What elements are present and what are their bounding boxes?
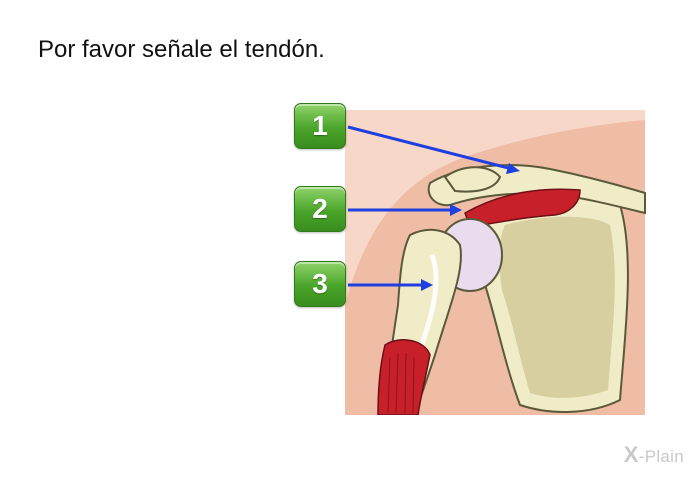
pointer-arrow-3 <box>348 279 433 291</box>
pointer-arrow-2 <box>348 204 462 216</box>
logo-mark: X <box>623 442 639 467</box>
scapula-shadow <box>499 216 615 398</box>
shoulder-anatomy-illustration <box>345 110 646 415</box>
logo-text: -Plain <box>638 447 684 466</box>
supraspinatus-muscle <box>464 188 581 228</box>
answer-button-2[interactable]: 2 <box>294 186 346 232</box>
answer-button-1-label: 1 <box>312 110 328 141</box>
xplain-logo: X-Plain <box>624 442 684 468</box>
pointer-arrow-1 <box>347 125 520 174</box>
answer-button-2-label: 2 <box>312 193 328 224</box>
answer-button-1[interactable]: 1 <box>294 103 346 149</box>
answer-button-3-label: 3 <box>312 268 328 299</box>
coracoid-process <box>443 166 502 193</box>
answer-button-3[interactable]: 3 <box>294 261 346 307</box>
biceps-striations <box>387 352 415 414</box>
question-text: Por favor señale el tendón. <box>38 36 325 63</box>
biceps-muscle <box>377 339 431 415</box>
